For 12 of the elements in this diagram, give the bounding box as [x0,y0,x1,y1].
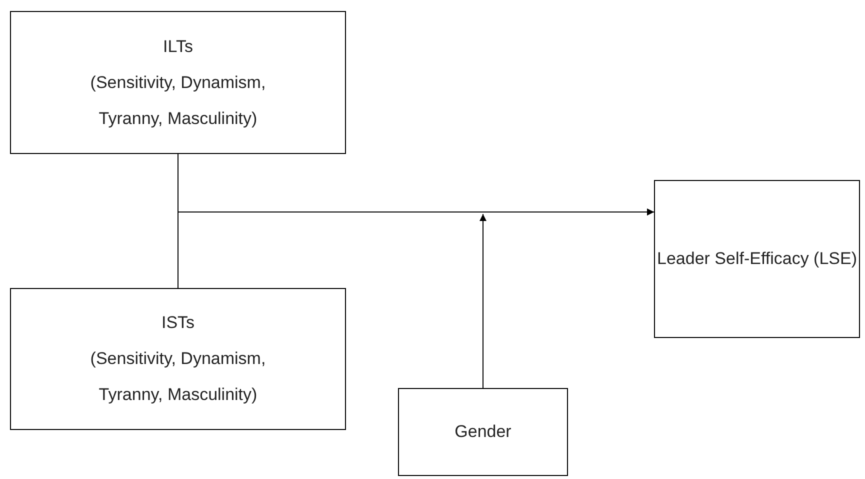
process-box [10,11,346,154]
process-box [10,288,346,430]
arrow [480,214,486,388]
box-text: Gender [454,421,512,443]
process-box [398,388,568,476]
box-text: (Sensitivity, Dynamism, Tyranny, Masculinity) [89,348,267,406]
process-box [654,180,860,338]
box-text: (Sensitivity, Dynamism, Tyranny, Masculinity) [89,72,267,130]
box-text: Leader Self-Efficacy (LSE) [657,248,857,270]
box-heading: ILTs [163,36,193,58]
arrow [178,208,654,288]
box-heading: ISTs [161,312,195,334]
